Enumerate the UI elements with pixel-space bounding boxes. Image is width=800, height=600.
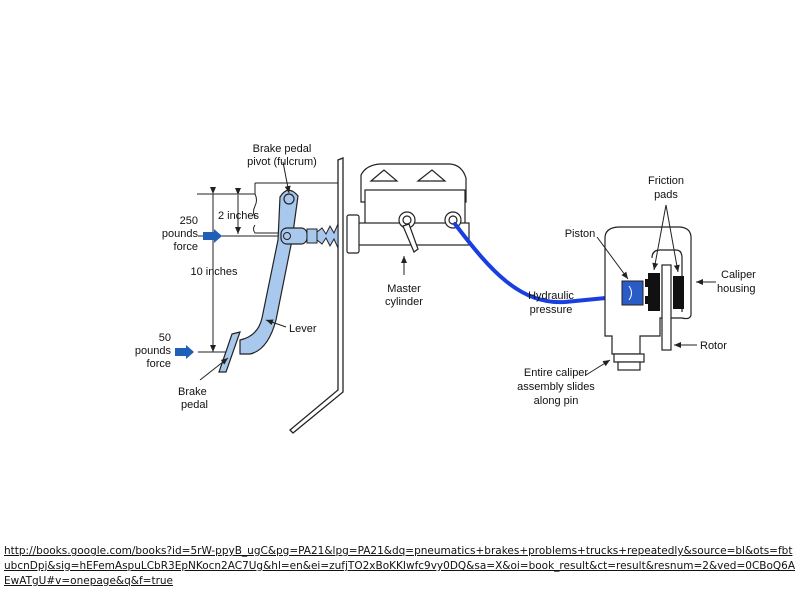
label-force-250-2: pounds bbox=[162, 228, 199, 240]
label-caliper-housing-2: housing bbox=[717, 283, 756, 295]
label-caliper-slides-3: along pin bbox=[534, 395, 579, 407]
force-arrow-50 bbox=[175, 345, 194, 359]
pivot-pin bbox=[283, 193, 295, 205]
label-lever: Lever bbox=[289, 323, 317, 335]
label-caliper-slides-2: assembly slides bbox=[517, 381, 595, 393]
friction-pads bbox=[645, 273, 684, 311]
source-url-link[interactable]: http://books.google.com/books?id=5rW-ppy… bbox=[4, 545, 796, 587]
label-brake-pedal-2: pedal bbox=[181, 399, 208, 411]
label-force-50-2: pounds bbox=[135, 345, 172, 357]
label-ten-inches: 10 inches bbox=[190, 266, 238, 278]
label-caliper-housing: Caliper bbox=[721, 269, 756, 281]
rotor bbox=[661, 264, 672, 351]
label-piston: Piston bbox=[565, 228, 596, 240]
label-friction-pads-2: pads bbox=[654, 189, 678, 201]
label-force-250: 250 bbox=[180, 215, 198, 227]
slide-pin bbox=[613, 353, 645, 363]
firewall bbox=[289, 157, 344, 434]
force-arrow-250 bbox=[203, 229, 222, 243]
label-caliper-slides: Entire caliper bbox=[524, 367, 589, 379]
label-pivot-2: pivot (fulcrum) bbox=[247, 156, 317, 168]
caliper-piston bbox=[621, 280, 644, 306]
callout-arrows bbox=[199, 161, 716, 381]
label-force-50: 50 bbox=[159, 332, 171, 344]
label-brake-pedal: Brake bbox=[178, 386, 207, 398]
label-hydraulic-2: pressure bbox=[530, 304, 573, 316]
brake-system-diagram: Brake pedal pivot (fulcrum) 2 inches 250… bbox=[135, 143, 756, 434]
dimension-lines bbox=[197, 182, 338, 353]
label-master-cylinder-2: cylinder bbox=[385, 296, 423, 308]
label-rotor: Rotor bbox=[700, 340, 727, 352]
hydraulic-line bbox=[453, 222, 618, 305]
label-friction-pads: Friction bbox=[648, 175, 684, 187]
diagram-labels: Brake pedal pivot (fulcrum) 2 inches 250… bbox=[135, 143, 756, 411]
push-rod-boot bbox=[316, 223, 339, 249]
label-hydraulic: Hydraulic bbox=[528, 290, 574, 302]
label-force-50-3: force bbox=[147, 358, 171, 370]
label-master-cylinder: Master bbox=[387, 283, 421, 295]
label-force-250-3: force bbox=[174, 241, 198, 253]
master-cylinder bbox=[346, 163, 470, 254]
label-two-inches: 2 inches bbox=[218, 210, 259, 222]
label-pivot: Brake pedal bbox=[253, 143, 312, 155]
